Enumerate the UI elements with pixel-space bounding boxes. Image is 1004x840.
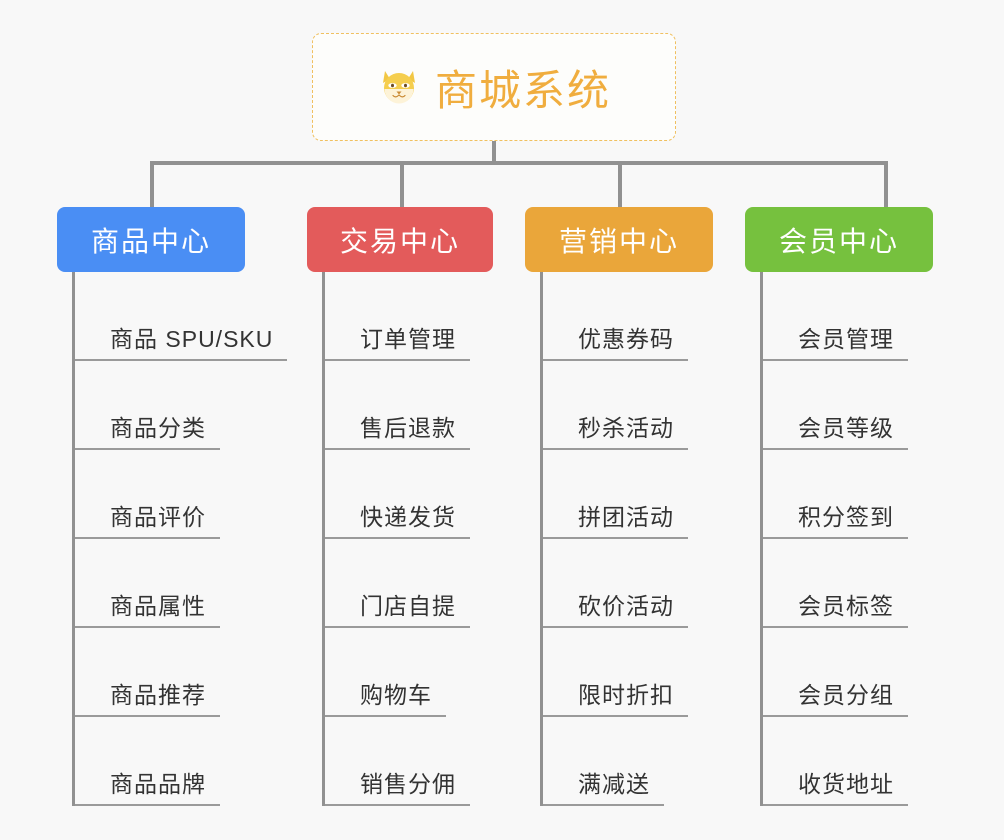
list-item-label: 商品分类 bbox=[75, 409, 220, 450]
branch-trade-center: 交易中心 订单管理 售后退款 快递发货 门店自提 购物车 销售分佣 bbox=[307, 207, 493, 806]
branch-product-center: 商品中心 商品 SPU/SKU 商品分类 商品评价 商品属性 商品推荐 商品品牌 bbox=[57, 207, 288, 806]
list-item[interactable]: 销售分佣 bbox=[325, 717, 493, 806]
branch-items-trade-center: 订单管理 售后退款 快递发货 门店自提 购物车 销售分佣 bbox=[322, 272, 493, 806]
list-item-label: 拼团活动 bbox=[543, 498, 688, 539]
branch-header-product-center[interactable]: 商品中心 bbox=[57, 207, 245, 272]
branch-member-center: 会员中心 会员管理 会员等级 积分签到 会员标签 会员分组 收货地址 bbox=[745, 207, 933, 806]
branch-items-member-center: 会员管理 会员等级 积分签到 会员标签 会员分组 收货地址 bbox=[760, 272, 933, 806]
list-item[interactable]: 满减送 bbox=[543, 717, 713, 806]
list-item-label: 会员标签 bbox=[763, 587, 908, 628]
list-item[interactable]: 收货地址 bbox=[763, 717, 933, 806]
list-item-label: 购物车 bbox=[325, 676, 446, 717]
branch-items-product-center: 商品 SPU/SKU 商品分类 商品评价 商品属性 商品推荐 商品品牌 bbox=[72, 272, 288, 806]
list-item-label: 销售分佣 bbox=[325, 765, 470, 806]
list-item-label: 会员管理 bbox=[763, 320, 908, 361]
list-item[interactable]: 限时折扣 bbox=[543, 628, 713, 717]
connector-drop-1 bbox=[150, 161, 154, 209]
list-item[interactable]: 商品属性 bbox=[75, 539, 245, 628]
branch-header-marketing-center[interactable]: 营销中心 bbox=[525, 207, 713, 272]
list-item[interactable]: 拼团活动 bbox=[543, 450, 713, 539]
list-item-label: 限时折扣 bbox=[543, 676, 688, 717]
list-item-label: 积分签到 bbox=[763, 498, 908, 539]
list-item-label: 商品品牌 bbox=[75, 765, 220, 806]
list-item-label: 满减送 bbox=[543, 765, 664, 806]
list-item[interactable]: 优惠券码 bbox=[543, 272, 713, 361]
list-item[interactable]: 购物车 bbox=[325, 628, 493, 717]
list-item-label: 会员分组 bbox=[763, 676, 908, 717]
list-item[interactable]: 快递发货 bbox=[325, 450, 493, 539]
branch-items-marketing-center: 优惠券码 秒杀活动 拼团活动 砍价活动 限时折扣 满减送 bbox=[540, 272, 713, 806]
list-item[interactable]: 砍价活动 bbox=[543, 539, 713, 628]
connector-drop-2 bbox=[400, 161, 404, 209]
list-item[interactable]: 会员等级 bbox=[763, 361, 933, 450]
list-item[interactable]: 商品品牌 bbox=[75, 717, 245, 806]
list-item[interactable]: 秒杀活动 bbox=[543, 361, 713, 450]
list-item[interactable]: 商品推荐 bbox=[75, 628, 245, 717]
connector-trunk bbox=[492, 141, 496, 163]
list-item[interactable]: 门店自提 bbox=[325, 539, 493, 628]
list-item-label: 订单管理 bbox=[325, 320, 470, 361]
root-node[interactable]: 商城系统 bbox=[312, 33, 676, 141]
list-item[interactable]: 会员分组 bbox=[763, 628, 933, 717]
list-item[interactable]: 售后退款 bbox=[325, 361, 493, 450]
branch-header-trade-center[interactable]: 交易中心 bbox=[307, 207, 493, 272]
list-item[interactable]: 商品分类 bbox=[75, 361, 245, 450]
list-item-label: 收货地址 bbox=[763, 765, 908, 806]
list-item-label: 优惠券码 bbox=[543, 320, 688, 361]
list-item-label: 商品属性 bbox=[75, 587, 220, 628]
connector-drop-3 bbox=[618, 161, 622, 209]
branch-marketing-center: 营销中心 优惠券码 秒杀活动 拼团活动 砍价活动 限时折扣 满减送 bbox=[525, 207, 713, 806]
list-item[interactable]: 商品 SPU/SKU bbox=[75, 272, 288, 361]
list-item-label: 会员等级 bbox=[763, 409, 908, 450]
list-item[interactable]: 会员标签 bbox=[763, 539, 933, 628]
list-item-label: 商品推荐 bbox=[75, 676, 220, 717]
list-item[interactable]: 订单管理 bbox=[325, 272, 493, 361]
shiba-dog-face-icon bbox=[377, 65, 421, 109]
list-item-label: 秒杀活动 bbox=[543, 409, 688, 450]
connector-drop-4 bbox=[884, 161, 888, 209]
list-item[interactable]: 商品评价 bbox=[75, 450, 245, 539]
list-item-label: 商品 SPU/SKU bbox=[75, 320, 288, 361]
root-title: 商城系统 bbox=[434, 66, 611, 114]
branch-header-member-center[interactable]: 会员中心 bbox=[745, 207, 933, 272]
list-item-label: 快递发货 bbox=[325, 498, 470, 539]
connector-bus bbox=[150, 161, 888, 165]
list-item-label: 售后退款 bbox=[325, 409, 470, 450]
list-item-label: 商品评价 bbox=[75, 498, 220, 539]
list-item-label: 砍价活动 bbox=[543, 587, 688, 628]
list-item-label: 门店自提 bbox=[325, 587, 470, 628]
list-item[interactable]: 积分签到 bbox=[763, 450, 933, 539]
list-item[interactable]: 会员管理 bbox=[763, 272, 933, 361]
